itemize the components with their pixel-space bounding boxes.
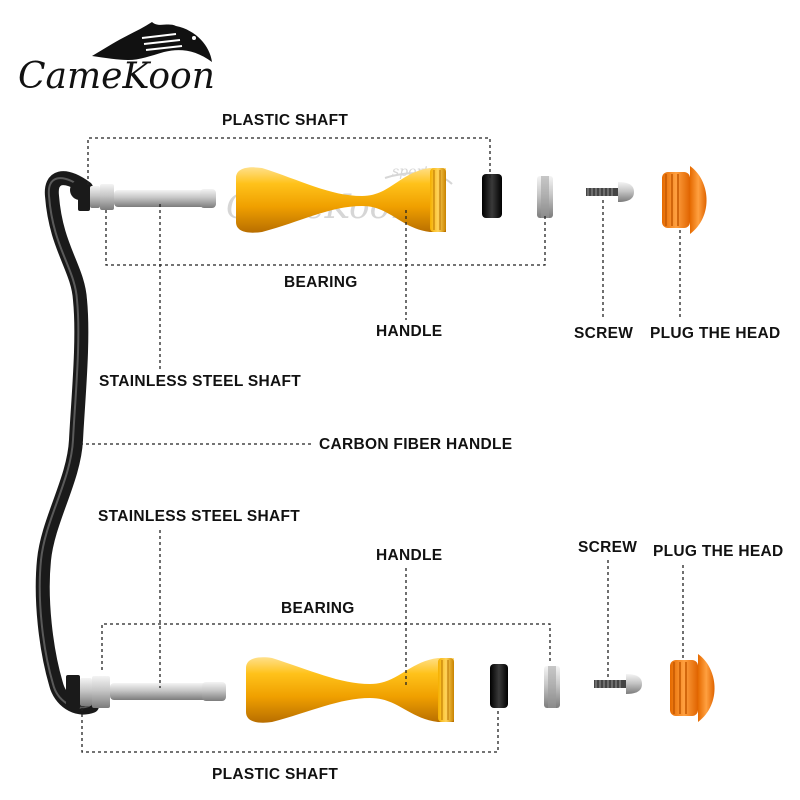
top-plastic-shaft-label: PLASTIC SHAFT (222, 112, 349, 129)
top-plastic-bushing (482, 174, 502, 218)
bottom-plug-head-label: PLUG THE HEAD (653, 543, 784, 560)
fish-logo-icon (92, 22, 212, 62)
carbon-fiber-handle (35, 171, 99, 715)
top-plug-head (662, 166, 707, 234)
top-handle-label: HANDLE (376, 323, 443, 340)
top-bearing (537, 176, 553, 218)
top-stainless-steel-shaft (78, 183, 216, 211)
bottom-handle-label: HANDLE (376, 547, 443, 564)
brand-name: CameKoon (18, 56, 215, 97)
bottom-bearing-label: BEARING (281, 600, 355, 617)
bottom-handle-knob (246, 657, 454, 723)
brand-logo: CameKoon (18, 22, 215, 97)
carbon-fiber-handle-label: CARBON FIBER HANDLE (319, 436, 513, 453)
bottom-screw-label: SCREW (578, 539, 638, 556)
bottom-plastic-shaft-label: PLASTIC SHAFT (212, 766, 339, 783)
top-stainless-shaft-label: STAINLESS STEEL SHAFT (99, 373, 302, 390)
top-handle-knob (236, 167, 446, 233)
top-screw-label: SCREW (574, 325, 634, 342)
bottom-stainless-shaft-label: STAINLESS STEEL SHAFT (98, 508, 301, 525)
top-plug-head-label: PLUG THE HEAD (650, 325, 781, 342)
bottom-stainless-steel-shaft (66, 675, 226, 709)
top-bearing-label: BEARING (284, 274, 358, 291)
bottom-screw (594, 674, 642, 694)
bottom-bearing (544, 666, 560, 708)
leader-lines (80, 137, 684, 753)
top-screw (586, 182, 634, 202)
bottom-plug-head (670, 654, 715, 722)
bottom-plastic-bushing (490, 664, 508, 708)
